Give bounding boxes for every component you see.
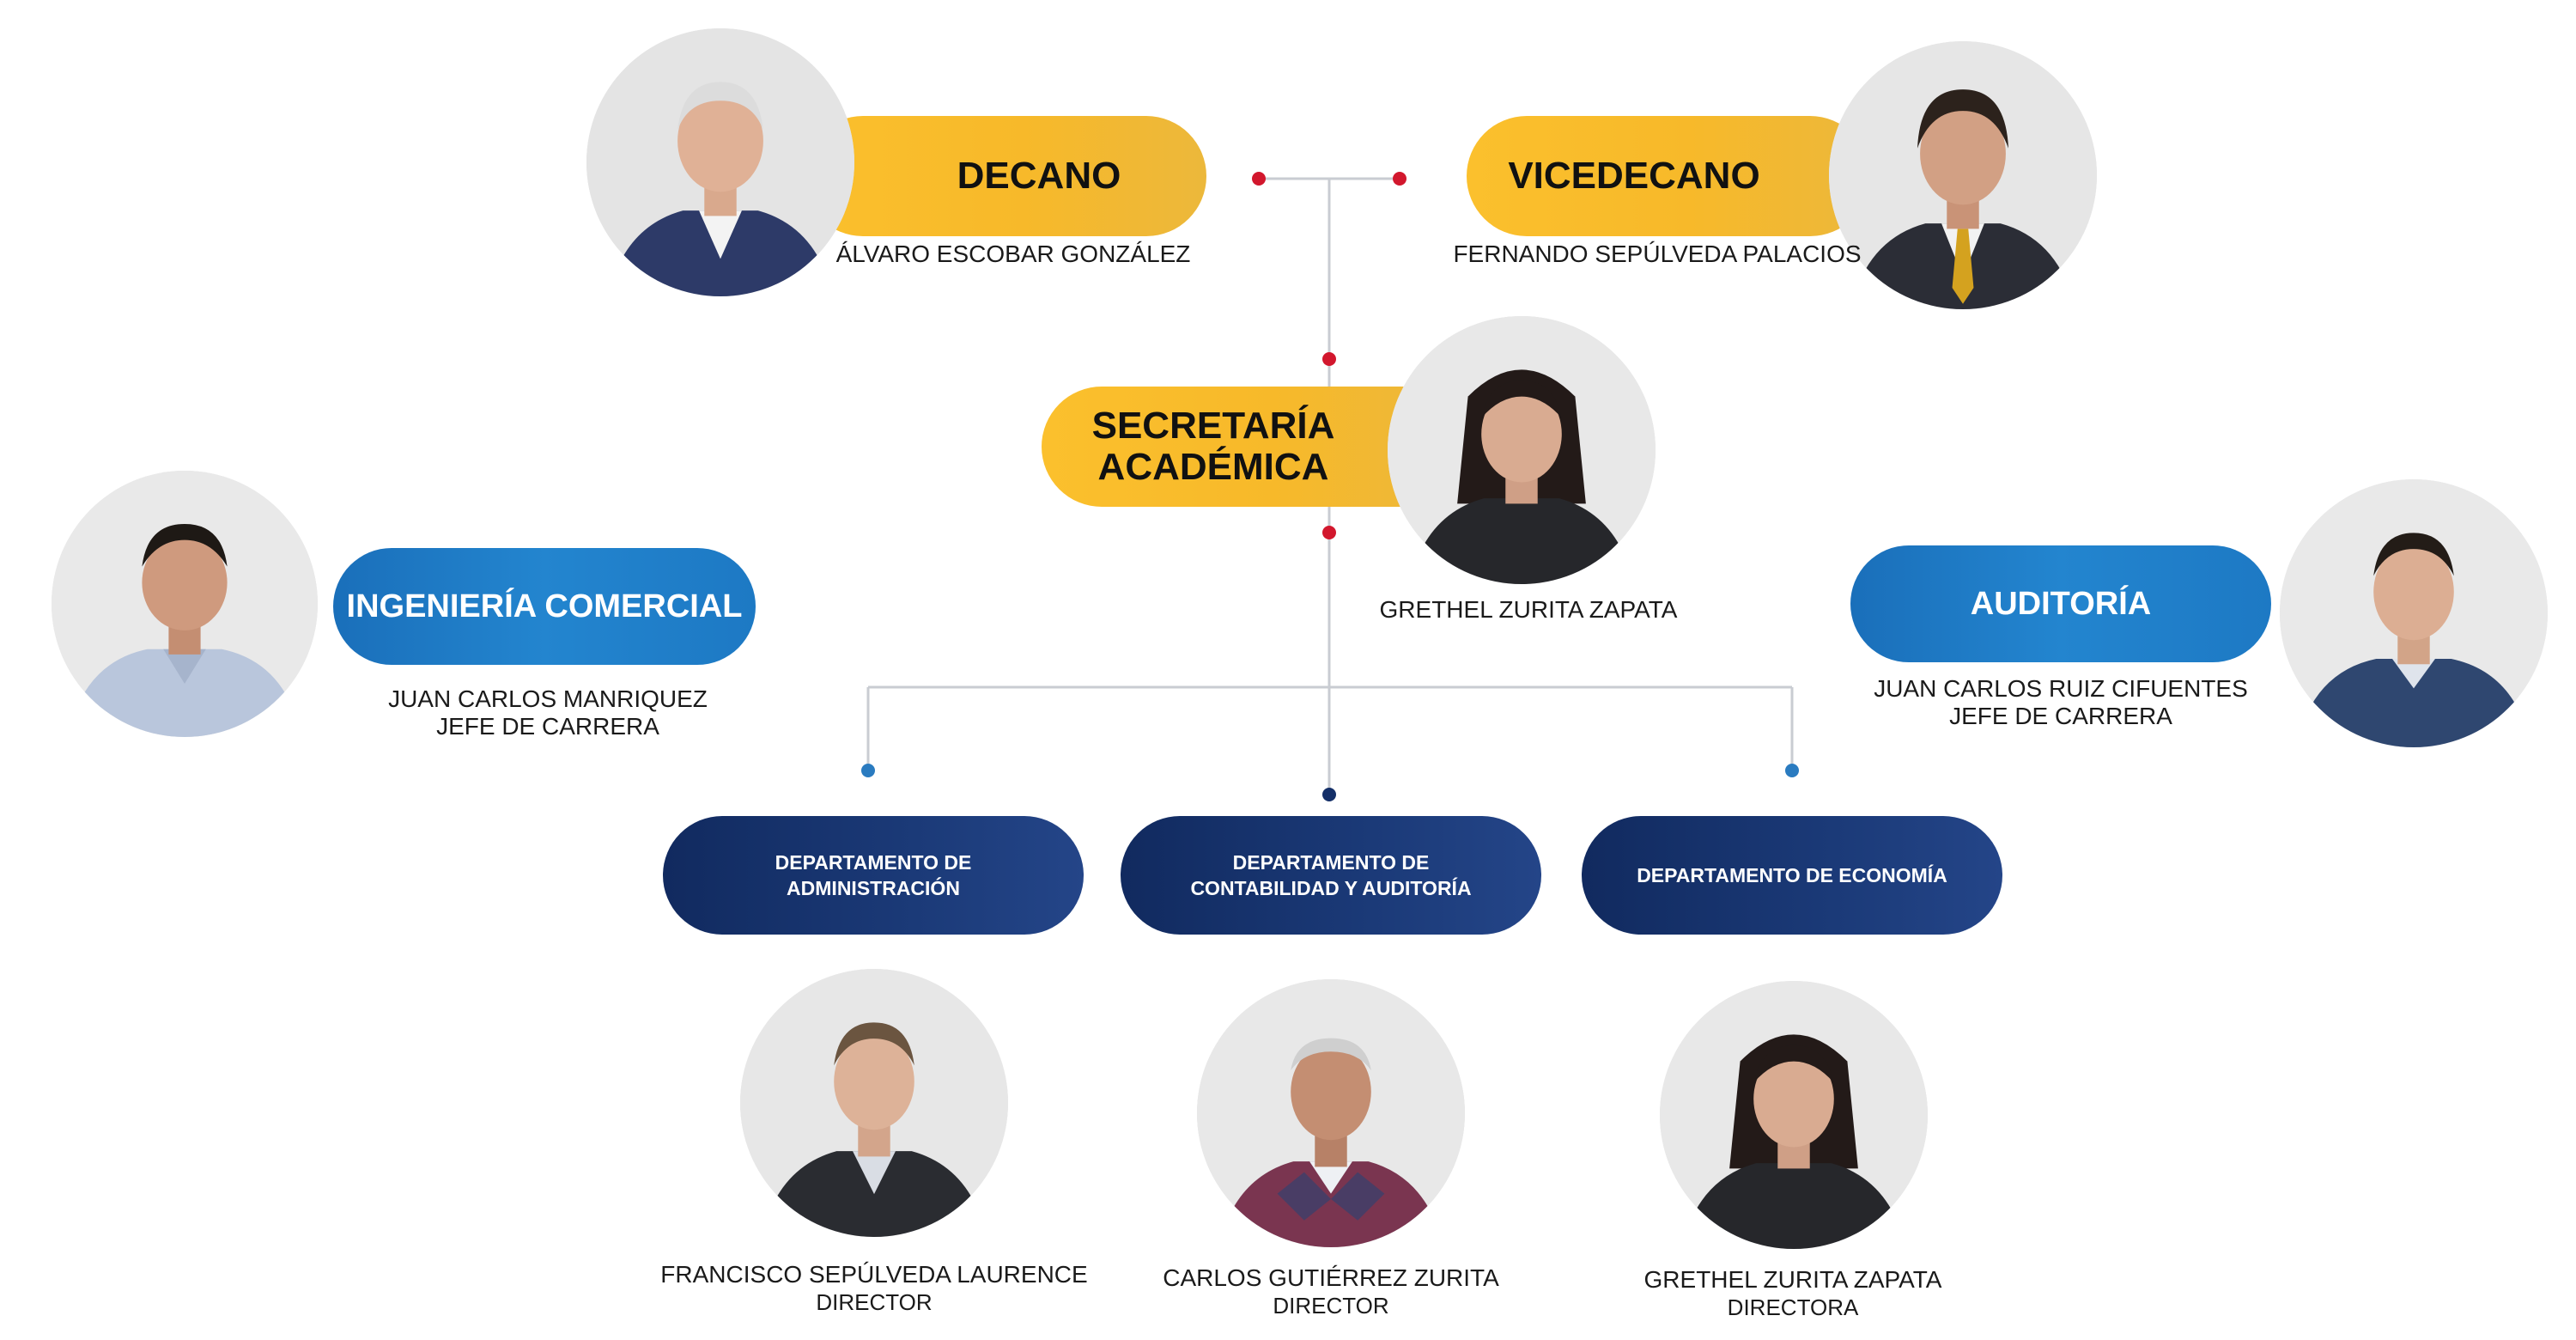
ingenieria-role: JEFE DE CARRERA xyxy=(436,713,659,740)
department-economia-director-role: DIRECTORA xyxy=(1727,1294,1859,1320)
secretaria-title-line1: SECRETARÍA xyxy=(1091,405,1335,447)
department-economia-title-line1: DEPARTAMENTO DE ECONOMÍA xyxy=(1637,864,1947,886)
department-administracion-pill: DEPARTAMENTO DE ADMINISTRACIÓN xyxy=(663,816,1084,935)
department-contabilidad-title-line2: CONTABILIDAD Y AUDITORÍA xyxy=(1190,877,1472,899)
department-economia-photo xyxy=(1660,981,1928,1249)
department-contabilidad-director-role: DIRECTOR xyxy=(1273,1293,1389,1319)
ingenieria-title: INGENIERÍA COMERCIAL xyxy=(346,588,743,624)
vicedecano-name: FERNANDO SEPÚLVEDA PALACIOS xyxy=(1453,241,1862,267)
department-contabilidad-caption: CARLOS GUTIÉRREZ ZURITA DIRECTOR xyxy=(1112,1264,1550,1319)
person-avatar-icon xyxy=(52,471,318,737)
person-avatar-icon xyxy=(586,28,854,296)
auditoria-title: AUDITORÍA xyxy=(1970,585,2152,622)
person-avatar-icon xyxy=(1388,316,1656,584)
department-economia-caption: GRETHEL ZURITA ZAPATA DIRECTORA xyxy=(1578,1266,2008,1321)
department-economia-pill: DEPARTAMENTO DE ECONOMÍA xyxy=(1582,816,2002,935)
auditoria-name: JUAN CARLOS RUIZ CIFUENTES xyxy=(1874,675,2248,702)
person-avatar-icon xyxy=(1660,981,1928,1249)
decano-title: DECANO xyxy=(957,155,1121,197)
auditoria-title-pill: AUDITORÍA xyxy=(1850,545,2271,662)
person-avatar-icon xyxy=(1829,41,2097,309)
auditoria-photo xyxy=(2280,479,2548,747)
auditoria-caption: JUAN CARLOS RUIZ CIFUENTES JEFE DE CARRE… xyxy=(1838,675,2284,730)
decano-photo xyxy=(586,28,854,296)
ingenieria-name: JUAN CARLOS MANRIQUEZ xyxy=(388,685,708,712)
auditoria-role: JEFE DE CARRERA xyxy=(1949,703,2172,729)
secretaria-name: GRETHEL ZURITA ZAPATA xyxy=(1379,596,1678,623)
department-contabilidad-photo xyxy=(1197,979,1465,1247)
decano-caption: ÁLVARO ESCOBAR GONZÁLEZ xyxy=(777,241,1249,268)
department-administracion-title-line2: ADMINISTRACIÓN xyxy=(787,877,960,899)
decano-title-pill: DECANO xyxy=(803,116,1206,236)
person-avatar-icon xyxy=(2280,479,2548,747)
ingenieria-photo xyxy=(52,471,318,737)
connector-dot-dept-center xyxy=(1322,788,1336,801)
secretaria-photo xyxy=(1388,316,1656,584)
ingenieria-title-pill: INGENIERÍA COMERCIAL xyxy=(333,548,756,665)
connector-dot-vicedecano xyxy=(1393,172,1406,186)
connector-dot-secretaria-bottom xyxy=(1322,526,1336,539)
vicedecano-title: VICEDECANO xyxy=(1508,155,1760,197)
department-administracion-title-line1: DEPARTAMENTO DE xyxy=(775,851,972,874)
department-administracion-director-role: DIRECTOR xyxy=(816,1289,933,1315)
ingenieria-caption: JUAN CARLOS MANRIQUEZ JEFE DE CARRERA xyxy=(333,685,762,740)
secretaria-caption: GRETHEL ZURITA ZAPATA xyxy=(1314,596,1743,624)
secretaria-title-line2: ACADÉMICA xyxy=(1097,446,1329,488)
department-contabilidad-director-name: CARLOS GUTIÉRREZ ZURITA xyxy=(1163,1264,1499,1291)
person-avatar-icon xyxy=(1197,979,1465,1247)
vicedecano-caption: FERNANDO SEPÚLVEDA PALACIOS xyxy=(1400,241,1915,268)
vicedecano-photo xyxy=(1829,41,2097,309)
decano-name: ÁLVARO ESCOBAR GONZÁLEZ xyxy=(835,241,1191,267)
department-administracion-caption: FRANCISCO SEPÚLVEDA LAURENCE DIRECTOR xyxy=(642,1261,1106,1316)
department-contabilidad-title-line1: DEPARTAMENTO DE xyxy=(1232,851,1430,874)
connector-dot-dept-left xyxy=(861,764,875,777)
connector-dot-decano xyxy=(1252,172,1266,186)
connector-dot-dept-right xyxy=(1785,764,1799,777)
department-administracion-director-name: FRANCISCO SEPÚLVEDA LAURENCE xyxy=(660,1261,1088,1288)
person-avatar-icon xyxy=(740,969,1008,1237)
vicedecano-title-pill: VICEDECANO xyxy=(1467,116,1870,236)
department-administracion-photo xyxy=(740,969,1008,1237)
department-contabilidad-pill: DEPARTAMENTO DE CONTABILIDAD Y AUDITORÍA xyxy=(1121,816,1541,935)
connector-dot-secretaria-top xyxy=(1322,352,1336,366)
department-economia-director-name: GRETHEL ZURITA ZAPATA xyxy=(1643,1266,1942,1293)
